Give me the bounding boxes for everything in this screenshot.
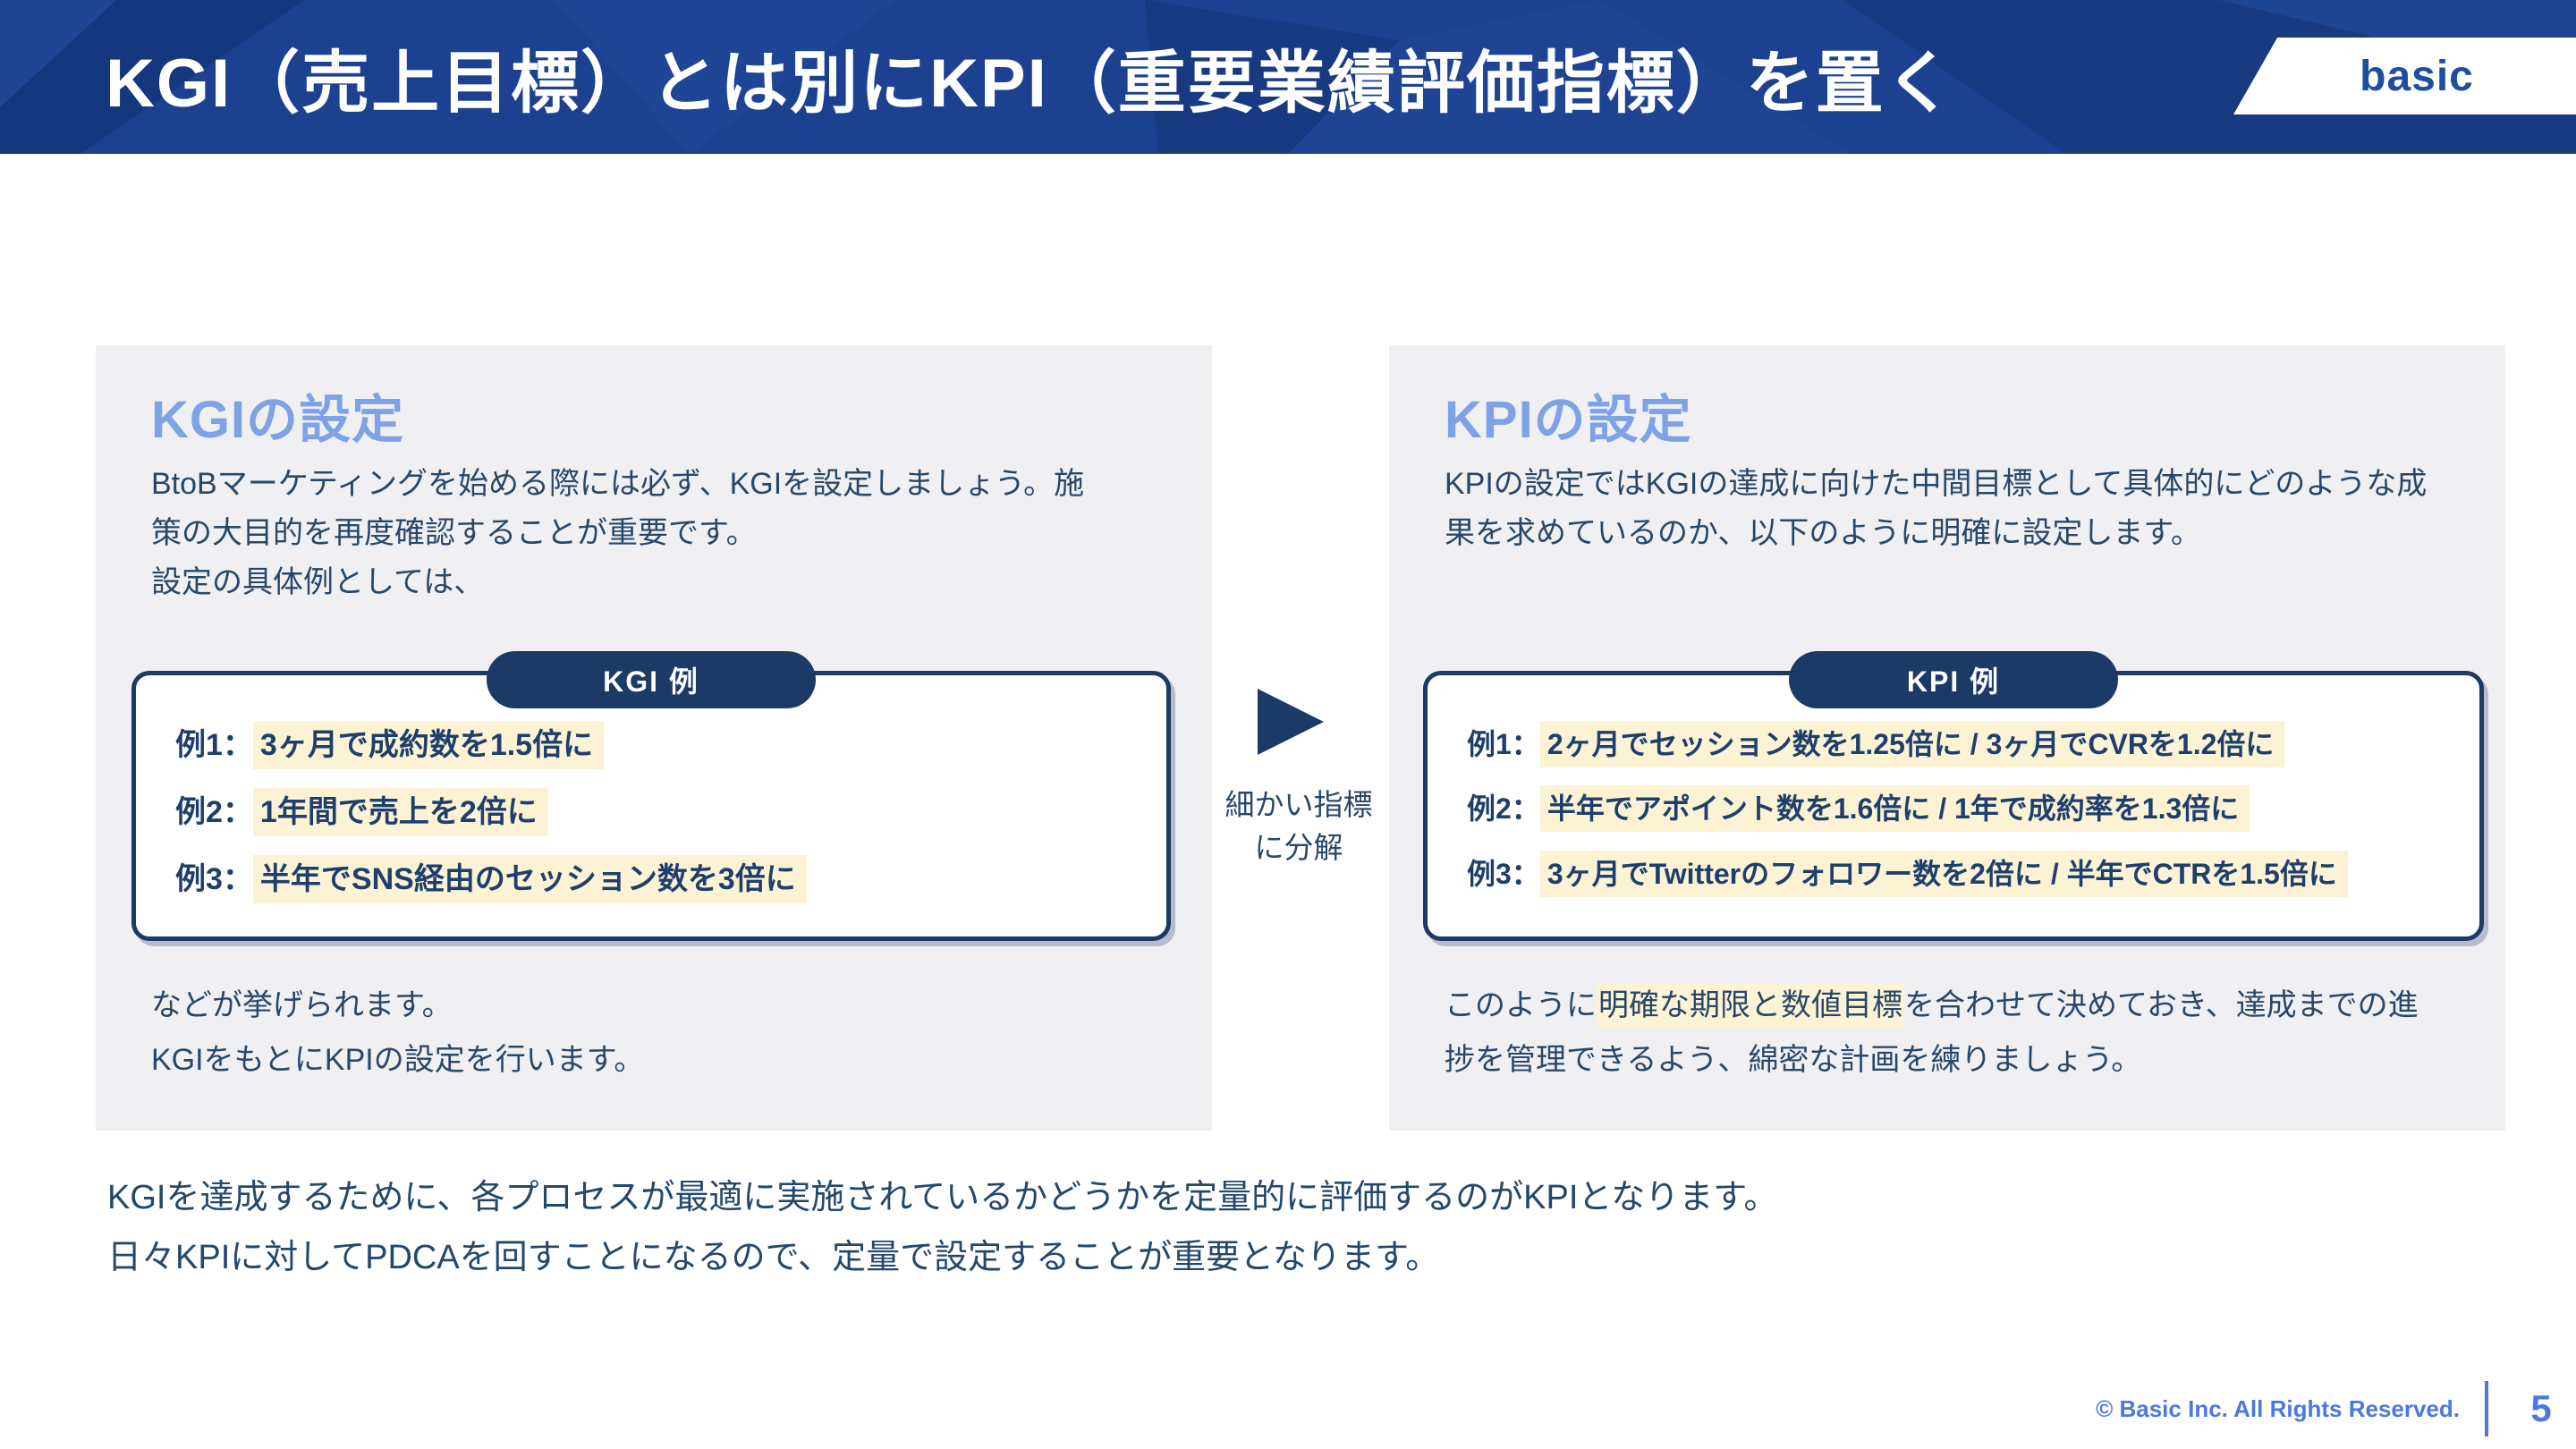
example-prefix: 例1： <box>175 728 253 762</box>
kpi-heading: KPIの設定 <box>1445 391 1692 449</box>
kgi-example-row: 例2：1年間で売上を2倍に <box>175 787 1127 836</box>
kpi-panel: KPIの設定 KPIの設定ではKGIの達成に向けた中間目標として具体的にどのよう… <box>1389 345 2505 1131</box>
kpi-example-row: 例2：半年でアポイント数を1.6倍に / 1年で成約率を1.3倍に <box>1467 785 2440 833</box>
footer-divider <box>2485 1381 2488 1436</box>
kpi-example-badge: KPI 例 <box>1789 651 2118 708</box>
kpi-footer-highlight: 明確な期限と数値目標 <box>1597 983 1904 1028</box>
kpi-footer-before: このように <box>1445 988 1597 1022</box>
kgi-heading: KGIの設定 <box>151 391 405 449</box>
connector-label: 細かい指標 に分解 <box>1224 788 1373 864</box>
example-highlight: 3ヶ月でTwitterのフォロワー数を2倍に / 半年でCTRを1.5倍に <box>1539 850 2348 897</box>
kgi-example-row: 例1：3ヶ月で成約数を1.5倍に <box>175 721 1127 769</box>
page-title: KGI（売上目標）とは別にKPI（重要業績評価指標）を置く <box>106 46 1955 122</box>
title-bar: KGI（売上目標）とは別にKPI（重要業績評価指標）を置く basic <box>0 0 2576 154</box>
kgi-example-row: 例3：半年でSNS経由のセッション数を3倍に <box>175 854 1127 903</box>
example-highlight: 2ヶ月でセッション数を1.25倍に / 3ヶ月でCVRを1.2倍に <box>1539 721 2285 767</box>
kgi-body-text: BtoBマーケティングを始める際には必ず、KGIを設定しましょう。施策の大目的を… <box>151 467 1085 600</box>
copyright-text: © Basic Inc. All Rights Reserved. <box>2096 1394 2460 1422</box>
kpi-example-row: 例3：3ヶ月でTwitterのフォロワー数を2倍に / 半年でCTRを1.5倍に <box>1467 850 2440 897</box>
kpi-footer-text: このように明確な期限と数値目標を合わせて決めておき、達成までの進捗を管理できるよ… <box>1445 979 2437 1088</box>
example-prefix: 例3： <box>175 861 253 896</box>
kpi-body-text: KPIの設定ではKGIの達成に向けた中間目標として具体的にどのような成果を求めて… <box>1445 467 2428 551</box>
page-number: 5 <box>2530 1387 2552 1429</box>
kgi-footer-text: などが挙げられます。 KGIをもとにKPIの設定を行います。 <box>151 988 645 1078</box>
example-prefix: 例2： <box>1467 792 1540 826</box>
example-highlight: 3ヶ月で成約数を1.5倍に <box>252 721 605 769</box>
summary-text: KGIを達成するために、各プロセスが最適に実施されているかどうかを定量的に評価す… <box>107 1179 1778 1276</box>
brand-badge-label: basic <box>2360 52 2474 100</box>
page-footer: © Basic Inc. All Rights Reserved. 5 <box>2096 1381 2562 1436</box>
kgi-example-box: KGI 例 例1：3ヶ月で成約数を1.5倍に 例2：1年間で売上を2倍に 例3：… <box>131 651 1171 941</box>
kpi-example-box: KPI 例 例1：2ヶ月でセッション数を1.25倍に / 3ヶ月でCVRを1.2… <box>1423 651 2484 941</box>
brand-badge: basic <box>2233 38 2576 114</box>
example-highlight: 半年でSNS経由のセッション数を3倍に <box>252 854 807 903</box>
kpi-footer-after: を合わせて決めておき、達成までの進捗を管理できるよう、綿密な計画を練りましょう。 <box>1445 988 2419 1078</box>
example-prefix: 例1： <box>1467 728 1540 760</box>
example-highlight: 半年でアポイント数を1.6倍に / 1年で成約率を1.3倍に <box>1539 785 2250 833</box>
kgi-panel: KGIの設定 BtoBマーケティングを始める際には必ず、KGIを設定しましょう。… <box>96 345 1212 1131</box>
example-prefix: 例2： <box>175 794 253 829</box>
example-highlight: 1年間で売上を2倍に <box>252 787 548 836</box>
arrow-right-icon <box>1258 689 1324 755</box>
example-prefix: 例3： <box>1467 857 1540 890</box>
kpi-example-row: 例1：2ヶ月でセッション数を1.25倍に / 3ヶ月でCVRを1.2倍に <box>1467 721 2440 767</box>
kgi-example-badge: KGI 例 <box>487 651 816 708</box>
